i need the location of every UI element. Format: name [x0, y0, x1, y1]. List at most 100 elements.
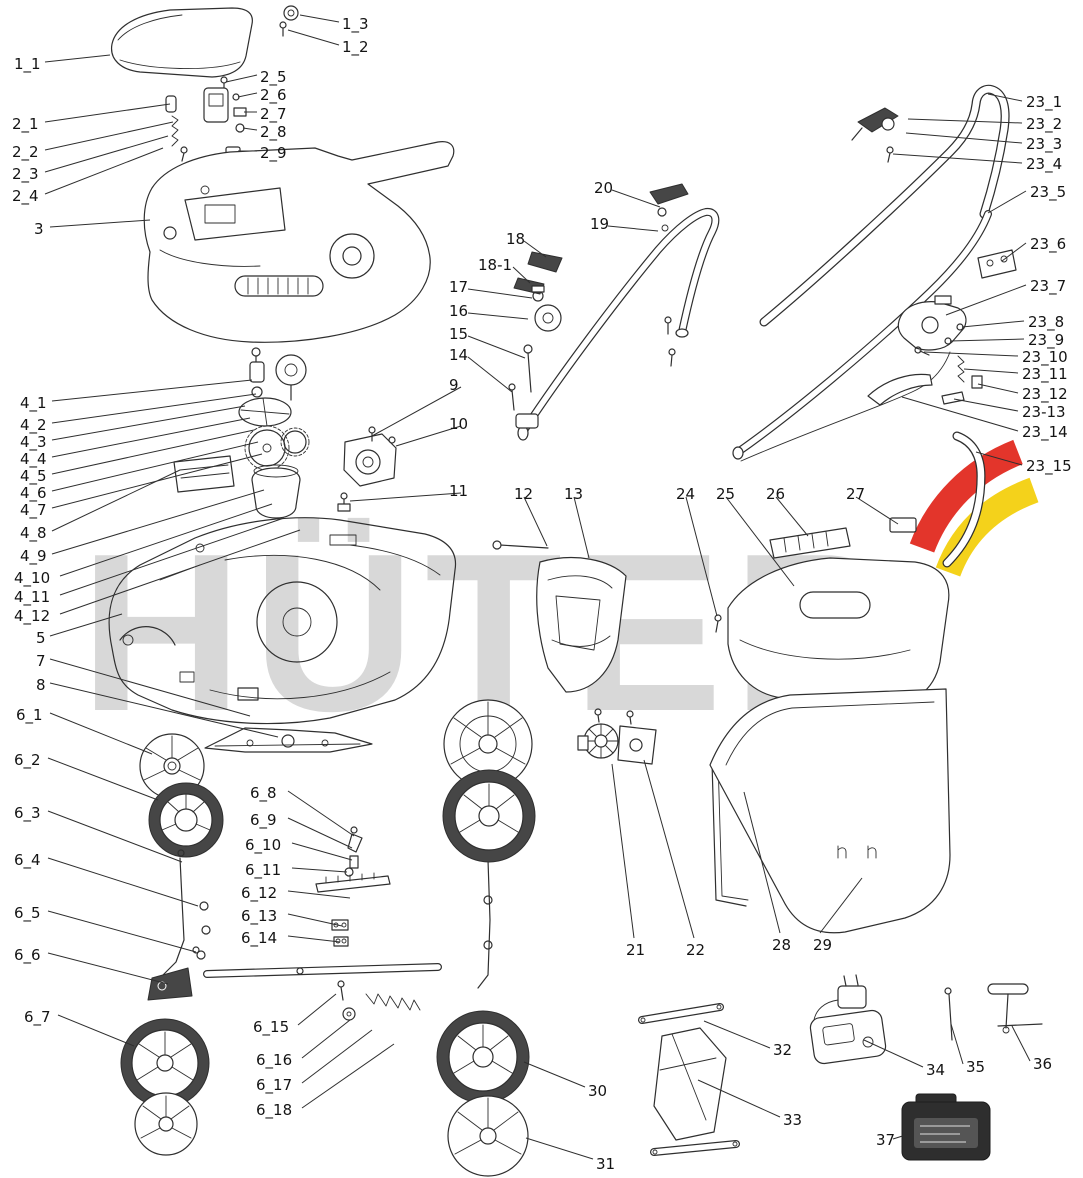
leader-line-2_4 [44, 147, 164, 195]
leader-line-23_10 [923, 351, 1019, 357]
part-label-23_14: 23_14 [1022, 423, 1068, 441]
leader-line-31 [525, 1137, 594, 1160]
leader-line-14 [467, 356, 513, 393]
part-label-4_4: 4_4 [20, 450, 47, 468]
part-label-20: 20 [594, 179, 614, 197]
part-battery [901, 1093, 991, 1161]
part-label-11: 11 [449, 482, 469, 500]
leader-line-2_6 [237, 92, 258, 98]
part-label-4_9: 4_9 [20, 547, 47, 565]
part-upper-handle [759, 84, 1010, 327]
leader-line-8 [49, 682, 279, 738]
leader-line-1_3 [299, 14, 340, 23]
part-label-4_6: 4_6 [20, 484, 47, 502]
part-label-23_11: 23_11 [1022, 365, 1068, 383]
part-label-6_6: 6_6 [14, 946, 41, 964]
part-label-25: 25 [716, 485, 736, 503]
part-label-14: 14 [449, 346, 469, 364]
part-flap-pin [492, 540, 549, 550]
part-label-10: 10 [449, 415, 469, 433]
leader-line-13 [573, 496, 590, 559]
part-label-6_12: 6_12 [241, 884, 278, 902]
leader-line-22 [643, 759, 695, 939]
part-rear-left-wheel-cap [134, 1092, 198, 1156]
leader-line-32 [703, 1020, 771, 1049]
leader-line-17 [467, 288, 533, 299]
leader-line-6_5 [47, 910, 197, 953]
part-pin [944, 987, 953, 1041]
leader-line-2_1 [44, 103, 171, 123]
part-height-bracket [147, 967, 193, 1001]
part-label-13: 13 [564, 485, 584, 503]
part-label-15: 15 [449, 325, 469, 343]
part-label-23_9: 23_9 [1028, 331, 1065, 349]
part-sticker-plate [889, 517, 917, 533]
part-handle-bracket [977, 249, 1017, 279]
part-catcher-grill [769, 527, 851, 559]
leader-line-15 [467, 335, 526, 359]
part-label-35: 35 [966, 1058, 986, 1076]
part-grip-tube [942, 431, 986, 568]
part-label-4_2: 4_2 [20, 416, 47, 434]
leader-line-6_2 [47, 757, 159, 801]
leader-line-27 [855, 496, 899, 525]
part-control-cable [740, 351, 951, 462]
leader-line-6_16 [301, 1019, 351, 1059]
part-label-23_3: 23_3 [1026, 135, 1063, 153]
leader-line-25 [725, 496, 795, 587]
leader-line-6_9 [287, 817, 353, 849]
part-label-34: 34 [926, 1061, 946, 1079]
part-label-24: 24 [676, 485, 696, 503]
leader-line-6_13 [287, 913, 343, 927]
leader-line-18-1 [512, 266, 531, 284]
leader-line-6_3 [47, 810, 183, 863]
leader-line-5 [49, 613, 123, 637]
part-label-2_3: 2_3 [12, 165, 39, 183]
part-label-3: 3 [34, 220, 44, 238]
leader-line-6_17 [301, 1029, 373, 1084]
leader-line-36 [1011, 1025, 1031, 1062]
leader-line-23_1 [987, 93, 1023, 102]
part-label-1_2: 1_2 [342, 38, 369, 56]
leader-line-18 [523, 240, 547, 258]
part-label-36: 36 [1033, 1055, 1053, 1073]
part-front-wheel [148, 782, 224, 858]
part-label-19: 19 [590, 215, 610, 233]
part-bracket-21-22 [577, 708, 657, 765]
leader-line-16 [467, 312, 529, 320]
part-label-23_2: 23_2 [1026, 115, 1063, 133]
part-label-1_3: 1_3 [342, 15, 369, 33]
leader-line-20 [611, 189, 661, 208]
part-label-23-13: 23-13 [1022, 403, 1066, 421]
leader-line-6_4 [47, 857, 199, 907]
part-label-6_10: 6_10 [245, 836, 282, 854]
part-charger [809, 974, 887, 1065]
part-label-6_8: 6_8 [250, 784, 277, 802]
part-label-17: 17 [449, 278, 469, 296]
part-top-cover [111, 7, 253, 78]
part-label-6_4: 6_4 [14, 851, 41, 869]
leader-line-4_10 [59, 503, 273, 577]
leader-lines-layer [44, 14, 1031, 1160]
leader-line-30 [523, 1061, 586, 1088]
part-label-4_5: 4_5 [20, 467, 47, 485]
part-label-6_3: 6_3 [14, 804, 41, 822]
leader-line-6_14 [287, 935, 341, 943]
leader-line-4_3 [51, 405, 246, 441]
leader-line-2_8 [242, 127, 258, 131]
part-label-6_13: 6_13 [241, 907, 278, 925]
part-label-2_7: 2_7 [260, 105, 287, 123]
part-handle-clamp [851, 107, 899, 163]
leader-line-6_11 [291, 867, 348, 873]
leader-line-23_6 [1001, 242, 1027, 262]
part-label-6_2: 6_2 [14, 751, 41, 769]
leader-line-21 [611, 763, 635, 939]
part-label-4_10: 4_10 [14, 569, 51, 587]
leader-line-4_9 [51, 489, 265, 555]
part-catcher-top [714, 557, 950, 707]
leader-line-23_9 [949, 338, 1025, 342]
leader-line-6_10 [291, 842, 353, 861]
leader-line-23_3 [905, 132, 1023, 144]
leader-line-4_5 [51, 429, 255, 475]
part-label-2_6: 2_6 [260, 86, 287, 104]
